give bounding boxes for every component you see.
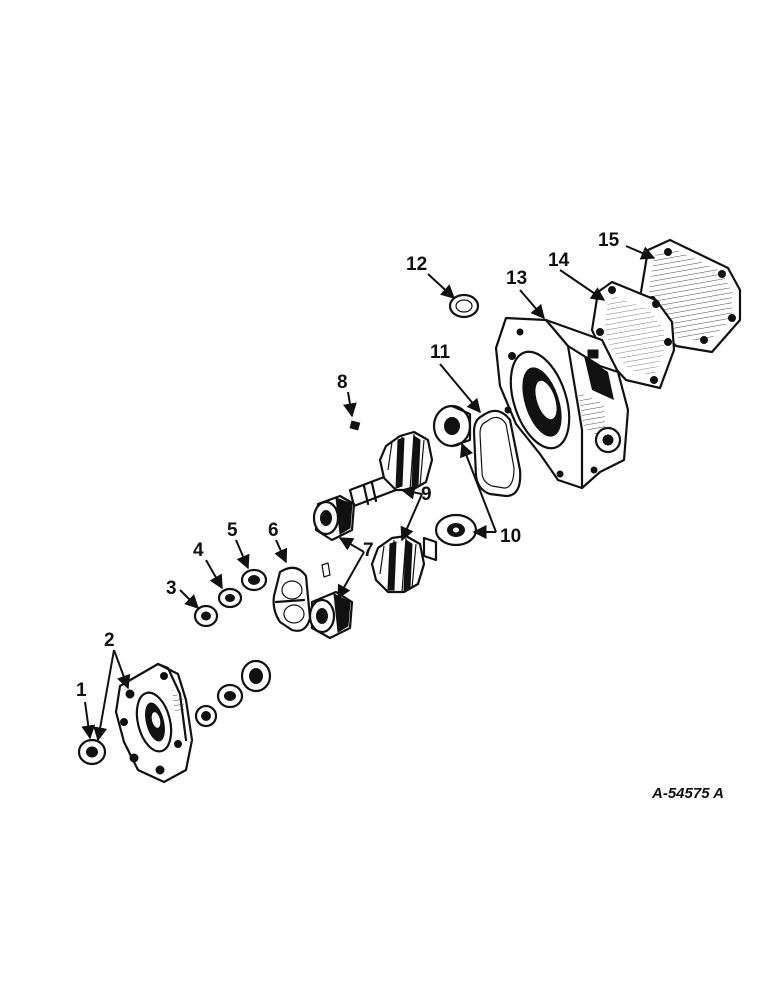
callout-13: 13 [506,268,527,289]
callout-14: 14 [548,250,570,271]
callout-6: 6 [268,520,279,541]
callout-11: 11 [430,342,451,363]
callout-7: 7 [363,540,374,561]
seal-small-part [193,604,219,628]
small-pin-part [321,562,331,578]
pump-body-part [494,316,630,490]
leader-9b [400,493,423,542]
leader-3 [179,589,199,609]
drive-gear-part [348,430,434,508]
nut-part [77,738,107,766]
driven-gear-part [370,534,438,594]
seal-retainer-part [272,566,312,632]
seal-ring-part [472,409,522,498]
leader-8 [343,391,357,418]
leader-7b [337,551,365,600]
leader-12 [427,273,456,299]
leader-1 [81,701,96,740]
callout-8: 8 [337,372,348,393]
callout-9: 9 [421,484,432,505]
callout-2: 2 [104,630,115,651]
end-plate-part [114,662,194,784]
key-pin-part [349,420,361,431]
bearing-upper-part [432,404,472,448]
ring-lower-c [194,704,218,728]
leader-9a [400,485,423,500]
ring-small-part [240,568,268,592]
leader-15 [625,245,656,260]
washer-part [448,293,480,319]
callout-12: 12 [406,254,427,275]
callout-1: 1 [76,680,87,701]
leader-11 [439,363,481,414]
callout-15: 15 [598,230,620,251]
ring-lower-a [240,659,272,693]
bushing-upper-part [312,494,356,542]
bushing-lower-part [308,590,354,640]
callout-10: 10 [500,526,521,547]
leader-10a [460,442,497,533]
leader-5 [235,539,250,570]
ring-lower-b [216,683,244,709]
leader-6 [274,539,288,564]
washer-small-part [217,587,243,609]
drawing-number: A-54575 A [651,785,724,802]
leader-14 [559,269,606,301]
bearing-lower-part [434,513,478,547]
callout-labels: 1 2 3 4 5 6 7 8 9 10 11 12 13 14 15 [76,230,620,701]
callout-3: 3 [166,578,177,599]
leader-2b [113,649,131,690]
leader-7a [338,537,365,553]
leader-2a [93,649,115,742]
callout-5: 5 [227,520,238,541]
leader-13 [519,289,545,320]
callout-4: 4 [193,540,204,561]
leader-4 [205,559,223,590]
leader-lines [81,245,656,742]
